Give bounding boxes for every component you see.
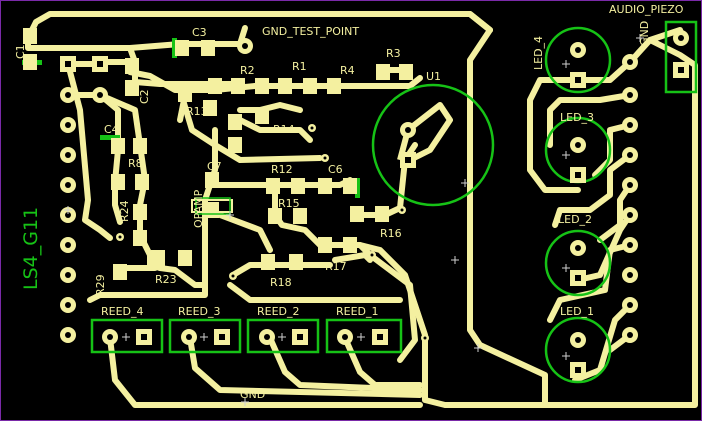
label-led-4: LED_4 bbox=[532, 36, 545, 70]
label-r12: R12 bbox=[271, 163, 293, 176]
label-r18: R18 bbox=[270, 276, 292, 289]
label-opamp: OPAMP bbox=[192, 189, 205, 228]
opamp-body bbox=[191, 199, 233, 213]
reed-footprints bbox=[90, 318, 403, 354]
label-reed-3: REED_3 bbox=[178, 305, 221, 318]
label-r15: R15 bbox=[278, 197, 300, 210]
label-c2: C2 bbox=[138, 89, 151, 104]
label-r3: R3 bbox=[386, 47, 401, 60]
label-c1: C1 bbox=[14, 44, 27, 59]
label-r13: R13 bbox=[186, 105, 208, 118]
labels: C1 C3 GND_TEST_POINT C2 R2 R1 R4 R3 U1 R… bbox=[14, 3, 684, 401]
label-reed-4: REED_4 bbox=[101, 305, 144, 318]
label-led-1: LED_1 bbox=[560, 305, 594, 318]
label-r23: R23 bbox=[155, 273, 177, 286]
audio-piezo-pad-2 bbox=[673, 62, 689, 78]
label-r14: R14 bbox=[273, 123, 295, 136]
opamp-silk bbox=[195, 197, 231, 215]
label-c3: C3 bbox=[192, 26, 207, 39]
u1-pad-1 bbox=[400, 122, 416, 138]
u1-pad-2 bbox=[400, 152, 416, 168]
label-r29: R29 bbox=[94, 274, 107, 296]
audio-piezo-outline bbox=[664, 20, 698, 94]
label-c4: C4 bbox=[104, 123, 119, 136]
label-r16: R16 bbox=[380, 227, 402, 240]
label-led-2: LED_2 bbox=[558, 213, 592, 226]
label-r24: R24 bbox=[118, 200, 131, 222]
audio-piezo-pad-1 bbox=[673, 30, 689, 46]
label-gnd-bottom: GND bbox=[240, 388, 265, 401]
label-gnd-piezo: GND bbox=[638, 21, 651, 46]
label-c6: C6 bbox=[328, 163, 343, 176]
label-c7: C7 bbox=[207, 160, 222, 173]
label-led-3: LED_3 bbox=[560, 111, 594, 124]
led-footprints bbox=[544, 26, 612, 384]
label-r2: R2 bbox=[240, 64, 255, 77]
label-gnd-test-point: GND_TEST_POINT bbox=[262, 25, 359, 38]
label-u1: U1 bbox=[426, 70, 441, 83]
board-title: LS4_G11 bbox=[20, 207, 42, 290]
vias bbox=[116, 124, 429, 342]
label-r8: R8 bbox=[128, 157, 143, 170]
u1-outline bbox=[371, 83, 495, 207]
label-r1: R1 bbox=[292, 60, 307, 73]
label-r17: R17 bbox=[325, 260, 347, 273]
label-audio-piezo: AUDIO_PIEZO bbox=[609, 3, 684, 16]
label-r4: R4 bbox=[340, 64, 355, 77]
label-reed-2: REED_2 bbox=[257, 305, 300, 318]
label-reed-1: REED_1 bbox=[336, 305, 379, 318]
